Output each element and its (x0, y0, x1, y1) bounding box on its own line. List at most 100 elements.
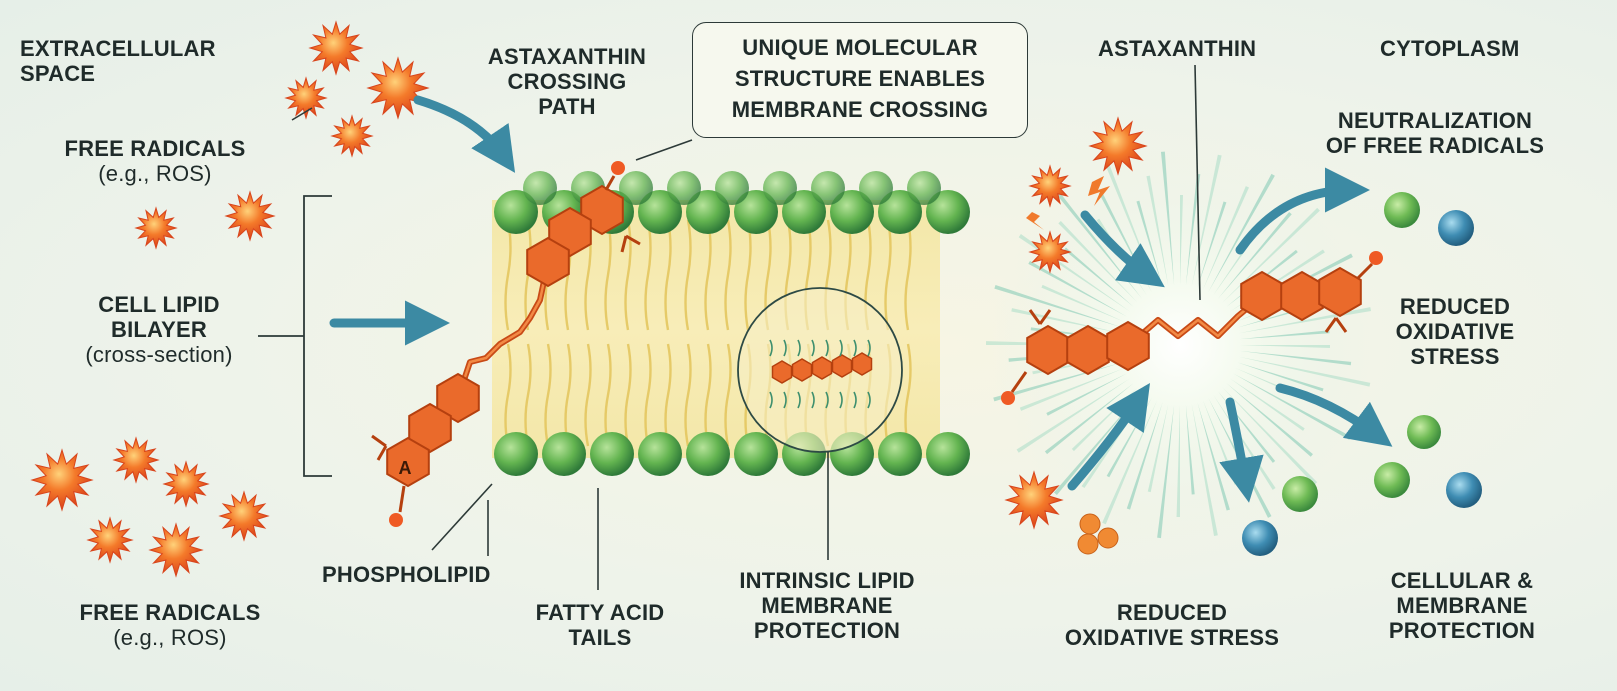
neutralized-molecule-icon (1242, 520, 1278, 556)
phospholipid-heads-group (494, 171, 970, 476)
methyl-groups (371, 234, 641, 461)
mini-tail (853, 339, 857, 409)
astaxanthin-crossing-label: ASTAXANTHIN CROSSING PATH (462, 44, 672, 119)
lipid-tail (744, 219, 752, 331)
lipid-tail (724, 219, 732, 331)
lipid-tail (544, 343, 552, 447)
reduced-right-line1: REDUCED (1399, 294, 1511, 319)
ring (791, 358, 813, 382)
astaxanthin-molecule-icon (1001, 251, 1383, 405)
reduced-stress-right-label: REDUCED OXIDATIVE STRESS (1370, 294, 1540, 369)
phospholipid-head-icon (619, 171, 653, 205)
flow-arrow-icon (1275, 383, 1393, 447)
lightning-bolt-icon (1018, 205, 1044, 230)
ray (1232, 373, 1352, 440)
flow-arrows (329, 95, 1393, 503)
ring (408, 402, 452, 454)
flow-arrow-icon (1235, 167, 1370, 255)
lipid-tail (624, 343, 632, 447)
hydroxyl-end (1001, 391, 1015, 405)
cytoplasm-label: CYTOPLASM (1380, 36, 1520, 61)
lipid-tail (504, 343, 512, 447)
ray (1028, 260, 1128, 317)
methyl-groups (1028, 309, 1348, 333)
oxidized-trimer-icon (1097, 527, 1119, 549)
free-radical-starburst-icon (284, 76, 328, 120)
free-radicals-top-line1: FREE RADICALS (64, 136, 246, 161)
cell-lipid-bilayer-label: CELL LIPID BILAYER (cross-section) (54, 292, 264, 367)
reduced-right-line3: STRESS (1410, 344, 1500, 369)
free-radical-starburst-icon (1028, 164, 1072, 208)
ring (831, 354, 853, 378)
free-radicals-group (30, 20, 1148, 578)
lipid-tail (684, 343, 692, 447)
intrinsic-line3: PROTECTION (753, 618, 901, 643)
lipid-tail (644, 219, 652, 331)
phospholipid-head-icon (830, 190, 874, 234)
phospholipid-head-icon (715, 171, 749, 205)
free-radical-starburst-icon (162, 460, 210, 508)
ray (1222, 387, 1318, 485)
mini-tail (797, 339, 801, 409)
ray (1011, 308, 1122, 334)
phospholipid-head-icon (494, 432, 538, 476)
fatty-acid-line2: TAILS (568, 625, 632, 650)
ray (1126, 402, 1163, 510)
astaxanthin-label: ASTAXANTHIN (1098, 36, 1257, 61)
astaxanthin-crossing-molecule-icon (371, 161, 641, 527)
fatty-acid-line1: FATTY ACID (535, 600, 665, 625)
lipid-tail (564, 343, 572, 447)
flow-arrow-icon (1219, 397, 1264, 503)
phospholipid-head-icon (590, 432, 634, 476)
ray (1191, 403, 1218, 536)
phospholipid-head-icon (782, 190, 826, 234)
hydroxyl-end (1369, 251, 1383, 265)
free-radical-starburst-icon (1028, 230, 1072, 274)
intrinsic-protection-label: INTRINSIC LIPID MEMBRANE PROTECTION (712, 568, 942, 643)
ring (851, 352, 873, 376)
free-radical-starburst-icon (1088, 116, 1148, 176)
ray (1180, 195, 1183, 285)
ray (1202, 186, 1249, 290)
mini-tail (811, 339, 815, 409)
free-radical-starburst-icon (148, 522, 204, 578)
free-radicals-bottom-line1: FREE RADICALS (79, 600, 261, 625)
phospholipid-head-icon (907, 171, 941, 205)
phospholipid-head-icon (926, 432, 970, 476)
hydroxyl-end (389, 513, 403, 527)
ring (811, 356, 833, 380)
free-radical-starburst-icon (1004, 470, 1064, 530)
phospholipid-head-icon (523, 171, 557, 205)
ray (1041, 284, 1125, 323)
reduced-bottom-line1: REDUCED (1116, 600, 1228, 625)
crossing-line1: ASTAXANTHIN (487, 44, 647, 69)
ray (1208, 173, 1275, 293)
ring (436, 372, 480, 424)
leader-unique-structure (635, 139, 693, 161)
phospholipid-head-icon (763, 171, 797, 205)
cellular-line1: CELLULAR & (1390, 568, 1534, 593)
free-radical-starburst-icon (308, 20, 364, 76)
phospholipid-head-icon (494, 190, 538, 234)
free-radical-starburst-icon (134, 206, 178, 250)
bond (1010, 371, 1028, 393)
phospholipid-head-icon (542, 432, 586, 476)
lipid-tail (584, 343, 592, 447)
ray (1218, 212, 1292, 299)
mini-tail (867, 339, 871, 409)
neutralized-molecules-group (1077, 192, 1482, 556)
polyene-chain-highlight (456, 261, 550, 399)
phospholipid-label: PHOSPHOLIPID (322, 562, 491, 587)
lipid-tail (684, 219, 692, 331)
ray (1237, 362, 1324, 392)
embedded-astaxanthin-icon (769, 339, 873, 409)
intrinsic-line2: MEMBRANE (761, 593, 893, 618)
neutralization-line2: OF FREE RADICALS (1325, 133, 1545, 158)
free-radicals-bottom-label: FREE RADICALS (e.g., ROS) (50, 600, 290, 650)
ray (1197, 201, 1227, 288)
ray (1147, 403, 1169, 493)
ray (1019, 367, 1125, 411)
bilayer-line3: (cross-section) (85, 342, 233, 367)
lipid-tail (884, 219, 892, 331)
ray (1226, 383, 1313, 457)
